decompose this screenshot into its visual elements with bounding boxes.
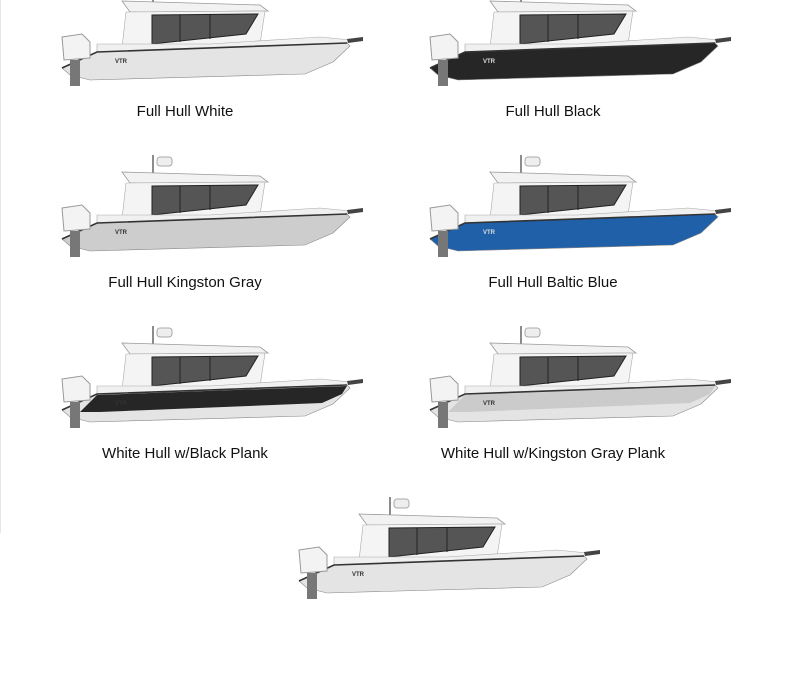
hardtop <box>121 171 270 184</box>
hull-plank <box>448 386 715 412</box>
outboard-motor <box>61 204 91 232</box>
bow-fitting <box>715 379 731 385</box>
outboard-motor <box>298 546 328 574</box>
cabin-windows <box>151 184 259 216</box>
bow-fitting <box>584 550 600 556</box>
hardtop <box>489 342 638 355</box>
outboard-leg <box>438 402 448 428</box>
hardtop <box>121 342 270 355</box>
bow-fitting <box>347 37 363 43</box>
hull-logo: VTR <box>115 401 128 407</box>
bow-fitting <box>715 208 731 214</box>
outboard-motor <box>429 33 459 61</box>
bow-fitting <box>715 37 731 43</box>
outboard-leg <box>438 60 448 86</box>
color-option: VTR White Hull w/Black Plank <box>0 326 370 513</box>
radar-dome <box>524 156 541 167</box>
outboard-motor <box>429 375 459 403</box>
outboard-leg <box>307 573 317 599</box>
boat-image: VTR <box>297 495 602 605</box>
page-edge <box>0 0 1 533</box>
option-label: Full Hull Kingston Gray <box>108 274 262 291</box>
boat-image: VTR <box>60 324 365 434</box>
color-option: VTR Full Hull Baltic Blue <box>368 155 738 342</box>
boat-image: VTR <box>60 0 365 92</box>
hull-logo: VTR <box>483 59 496 65</box>
outboard-motor <box>61 33 91 61</box>
hull-logo: VTR <box>115 59 128 65</box>
cabin-windows <box>519 13 627 45</box>
outboard-motor <box>429 204 459 232</box>
color-option: VTR Full Hull White <box>0 0 370 171</box>
hardtop <box>358 513 507 526</box>
hull-plank <box>80 386 347 412</box>
hull-logo: VTR <box>352 572 365 578</box>
radar-dome <box>156 156 173 167</box>
radar-dome <box>393 498 410 509</box>
outboard-leg <box>70 231 80 257</box>
hardtop <box>489 0 638 13</box>
option-label: White Hull w/Kingston Gray Plank <box>440 445 666 462</box>
color-option: VTR Full Hull Kingston Gray <box>0 155 370 342</box>
bow-fitting <box>347 208 363 214</box>
boat-image: VTR <box>428 153 733 263</box>
hardtop <box>121 0 270 13</box>
hull-logo: VTR <box>483 230 496 236</box>
option-label: Full Hull White <box>136 103 234 120</box>
radar-dome <box>524 327 541 338</box>
cabin-windows <box>151 355 259 387</box>
hull-logo: VTR <box>483 401 496 407</box>
outboard-motor <box>61 375 91 403</box>
color-option: VTR <box>237 497 607 684</box>
outboard-leg <box>438 231 448 257</box>
outboard-leg <box>70 60 80 86</box>
hull-logo: VTR <box>115 230 128 236</box>
boat-image: VTR <box>428 324 733 434</box>
hardtop <box>489 171 638 184</box>
outboard-leg <box>70 402 80 428</box>
cabin-windows <box>151 13 259 45</box>
bow-fitting <box>347 379 363 385</box>
boat-image: VTR <box>60 153 365 263</box>
radar-dome <box>156 327 173 338</box>
option-label: Full Hull Baltic Blue <box>488 274 618 291</box>
cabin-windows <box>519 184 627 216</box>
option-label: White Hull w/Black Plank <box>102 445 268 462</box>
boat-image: VTR <box>428 0 733 92</box>
color-option: VTR White Hull w/Kingston Gray Plank <box>368 326 738 513</box>
color-option: VTR Full Hull Black <box>368 0 738 171</box>
cabin-windows <box>519 355 627 387</box>
option-label: Full Hull Black <box>505 103 601 120</box>
